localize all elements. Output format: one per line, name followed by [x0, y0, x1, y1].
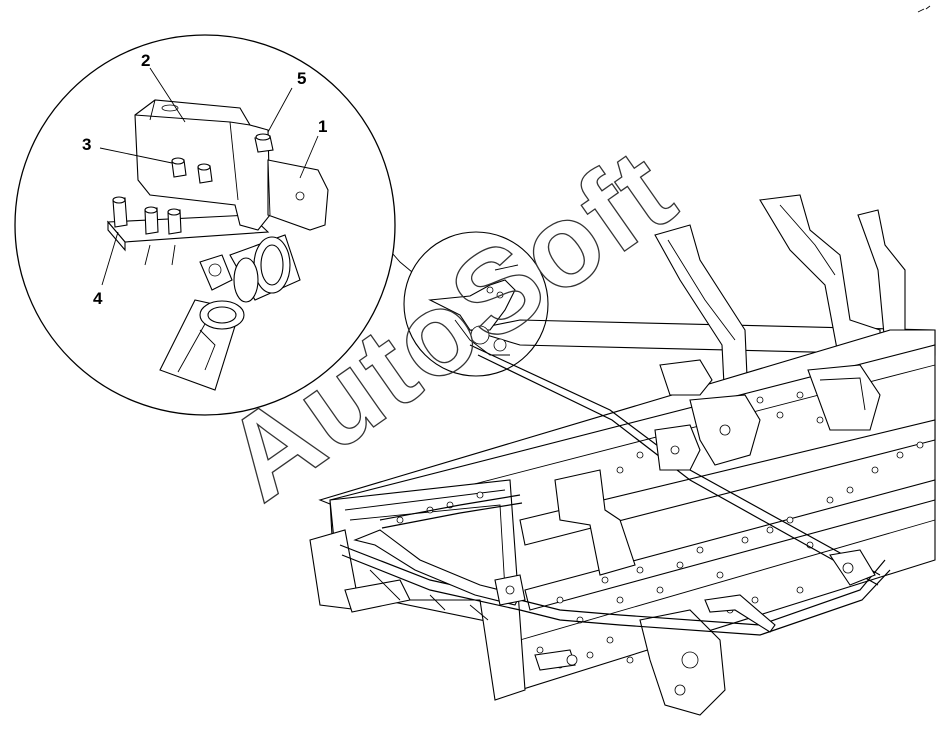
callout-3: 3	[82, 135, 91, 154]
callout-1: 1	[318, 117, 327, 136]
chassis-frame	[309, 194, 936, 716]
callout-5: 5	[297, 69, 306, 88]
corner-mark	[917, 5, 931, 13]
large-detail-circle	[14, 34, 396, 416]
small-detail-circle	[403, 231, 549, 377]
callout-2: 2	[141, 51, 150, 70]
callout-4: 4	[93, 289, 103, 308]
